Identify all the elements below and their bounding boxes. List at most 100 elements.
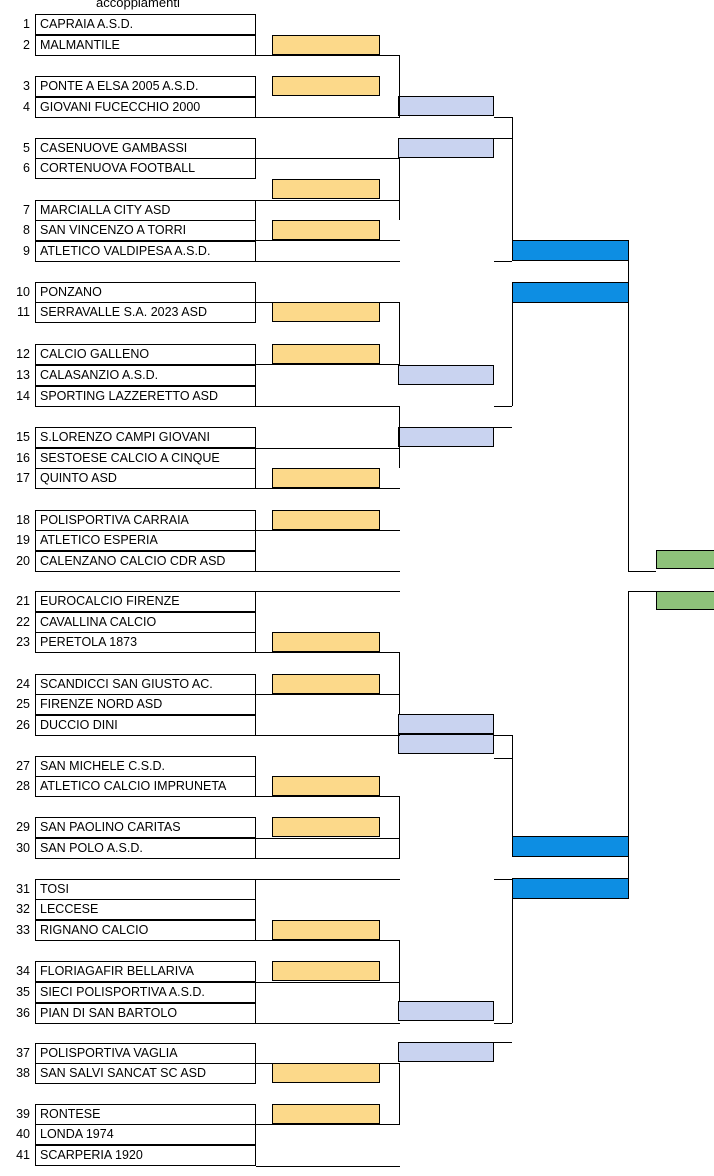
team-number: 9 [23,244,30,258]
team-number: 29 [16,820,30,834]
round1-slot [272,674,380,694]
team-name: SAN PAOLINO CARITAS [35,817,256,838]
round1-slot [272,632,380,652]
team-name: SESTOESE CALCIO A CINQUE [35,448,256,469]
bracket-connector-line [399,406,400,468]
round1-slot [272,920,380,940]
round2-slot [398,714,494,734]
team-number: 37 [16,1046,30,1060]
bracket-connector-line [494,261,512,262]
bracket-connector-line [494,138,512,139]
team-number: 33 [16,923,30,937]
team-name: PERETOLA 1873 [35,632,256,653]
team-number: 19 [16,533,30,547]
bracket-connector-line [494,117,512,118]
team-number: 28 [16,779,30,793]
bracket-connector-line [256,796,400,797]
bracket-connector-line [256,1166,400,1167]
team-name: SAN SALVI SANCAT SC ASD [35,1063,256,1084]
bracket-connector-line [399,55,400,117]
bracket-connector-line [399,796,400,858]
round2-slot [398,734,494,754]
bracket-connector-line [256,982,400,983]
bracket-connector-line [256,940,400,941]
team-name: CASENUOVE GAMBASSI [35,138,256,159]
team-name: CALENZANO CALCIO CDR ASD [35,551,256,572]
bracket-connector-line [494,1023,512,1024]
bracket-connector-line [512,879,513,1023]
round1-slot [272,776,380,796]
team-number: 36 [16,1006,30,1020]
team-name: QUINTO ASD [35,468,256,489]
bracket-connector-line [256,200,400,201]
team-number: 38 [16,1066,30,1080]
team-number: 4 [23,100,30,114]
final-slot [656,550,714,569]
round2-slot [398,1001,494,1021]
team-number: 10 [16,285,30,299]
team-number: 27 [16,759,30,773]
team-number: 18 [16,513,30,527]
team-number: 34 [16,964,30,978]
team-name: LONDA 1974 [35,1124,256,1145]
team-number: 24 [16,677,30,691]
bracket-connector-line [256,302,400,303]
round3-slot [512,282,629,303]
round1-slot [272,76,380,96]
team-name: SCARPERIA 1920 [35,1145,256,1166]
round1-slot [272,510,380,530]
bracket-connector-line [256,117,400,118]
team-number: 15 [16,430,30,444]
bracket-connector-line [494,427,512,428]
bracket-connector-line [256,652,400,653]
bracket-connector-line [494,879,512,880]
team-name: S.LORENZO CAMPI GIOVANI [35,427,256,448]
bracket-connector-line [256,240,400,241]
team-name: PONZANO [35,282,256,303]
bracket-connector-line [256,591,400,592]
team-number: 22 [16,615,30,629]
team-name: SAN VINCENZO A TORRI [35,220,256,241]
team-name: POLISPORTIVA CARRAIA [35,510,256,531]
team-number: 40 [16,1127,30,1141]
team-name: MALMANTILE [35,35,256,56]
bracket-connector-line [256,694,400,695]
team-name: FLORIAGAFIR BELLARIVA [35,961,256,982]
team-number: 21 [16,594,30,608]
team-number: 23 [16,635,30,649]
team-name: SAN POLO A.S.D. [35,838,256,859]
bracket-connector-line [512,735,513,836]
bracket-connector-line [628,591,656,592]
team-number: 32 [16,902,30,916]
bracket-connector-line [512,282,513,406]
team-number: 39 [16,1107,30,1121]
team-name: CORTENUOVA FOOTBALL [35,158,256,179]
bracket-connector-line [399,302,400,364]
team-number: 11 [17,305,30,319]
team-number: 41 [16,1148,30,1162]
team-name: SIECI POLISPORTIVA A.S.D. [35,982,256,1003]
team-name: CALASANZIO A.S.D. [35,365,256,386]
team-name: MARCIALLA CITY ASD [35,200,256,221]
bracket-connector-line [256,1063,400,1064]
bracket-connector-line [256,158,400,159]
bracket-connector-line [256,571,400,572]
team-number: 13 [16,368,30,382]
bracket-connector-line [256,364,400,365]
team-name: PIAN DI SAN BARTOLO [35,1003,256,1024]
round3-slot [512,240,629,261]
team-name: SCANDICCI SAN GIUSTO AC. [35,674,256,695]
round3-slot [512,878,629,899]
bracket-connector-line [256,879,400,880]
round1-slot [272,35,380,55]
round1-slot [272,344,380,364]
team-number: 26 [16,718,30,732]
team-number: 7 [23,203,30,217]
round2-slot [398,1042,494,1062]
bracket-connector-line [399,652,400,714]
round1-slot [272,468,380,488]
team-name: DUCCIO DINI [35,715,256,736]
team-number: 25 [16,697,30,711]
team-name: POLISPORTIVA VAGLIA [35,1043,256,1064]
